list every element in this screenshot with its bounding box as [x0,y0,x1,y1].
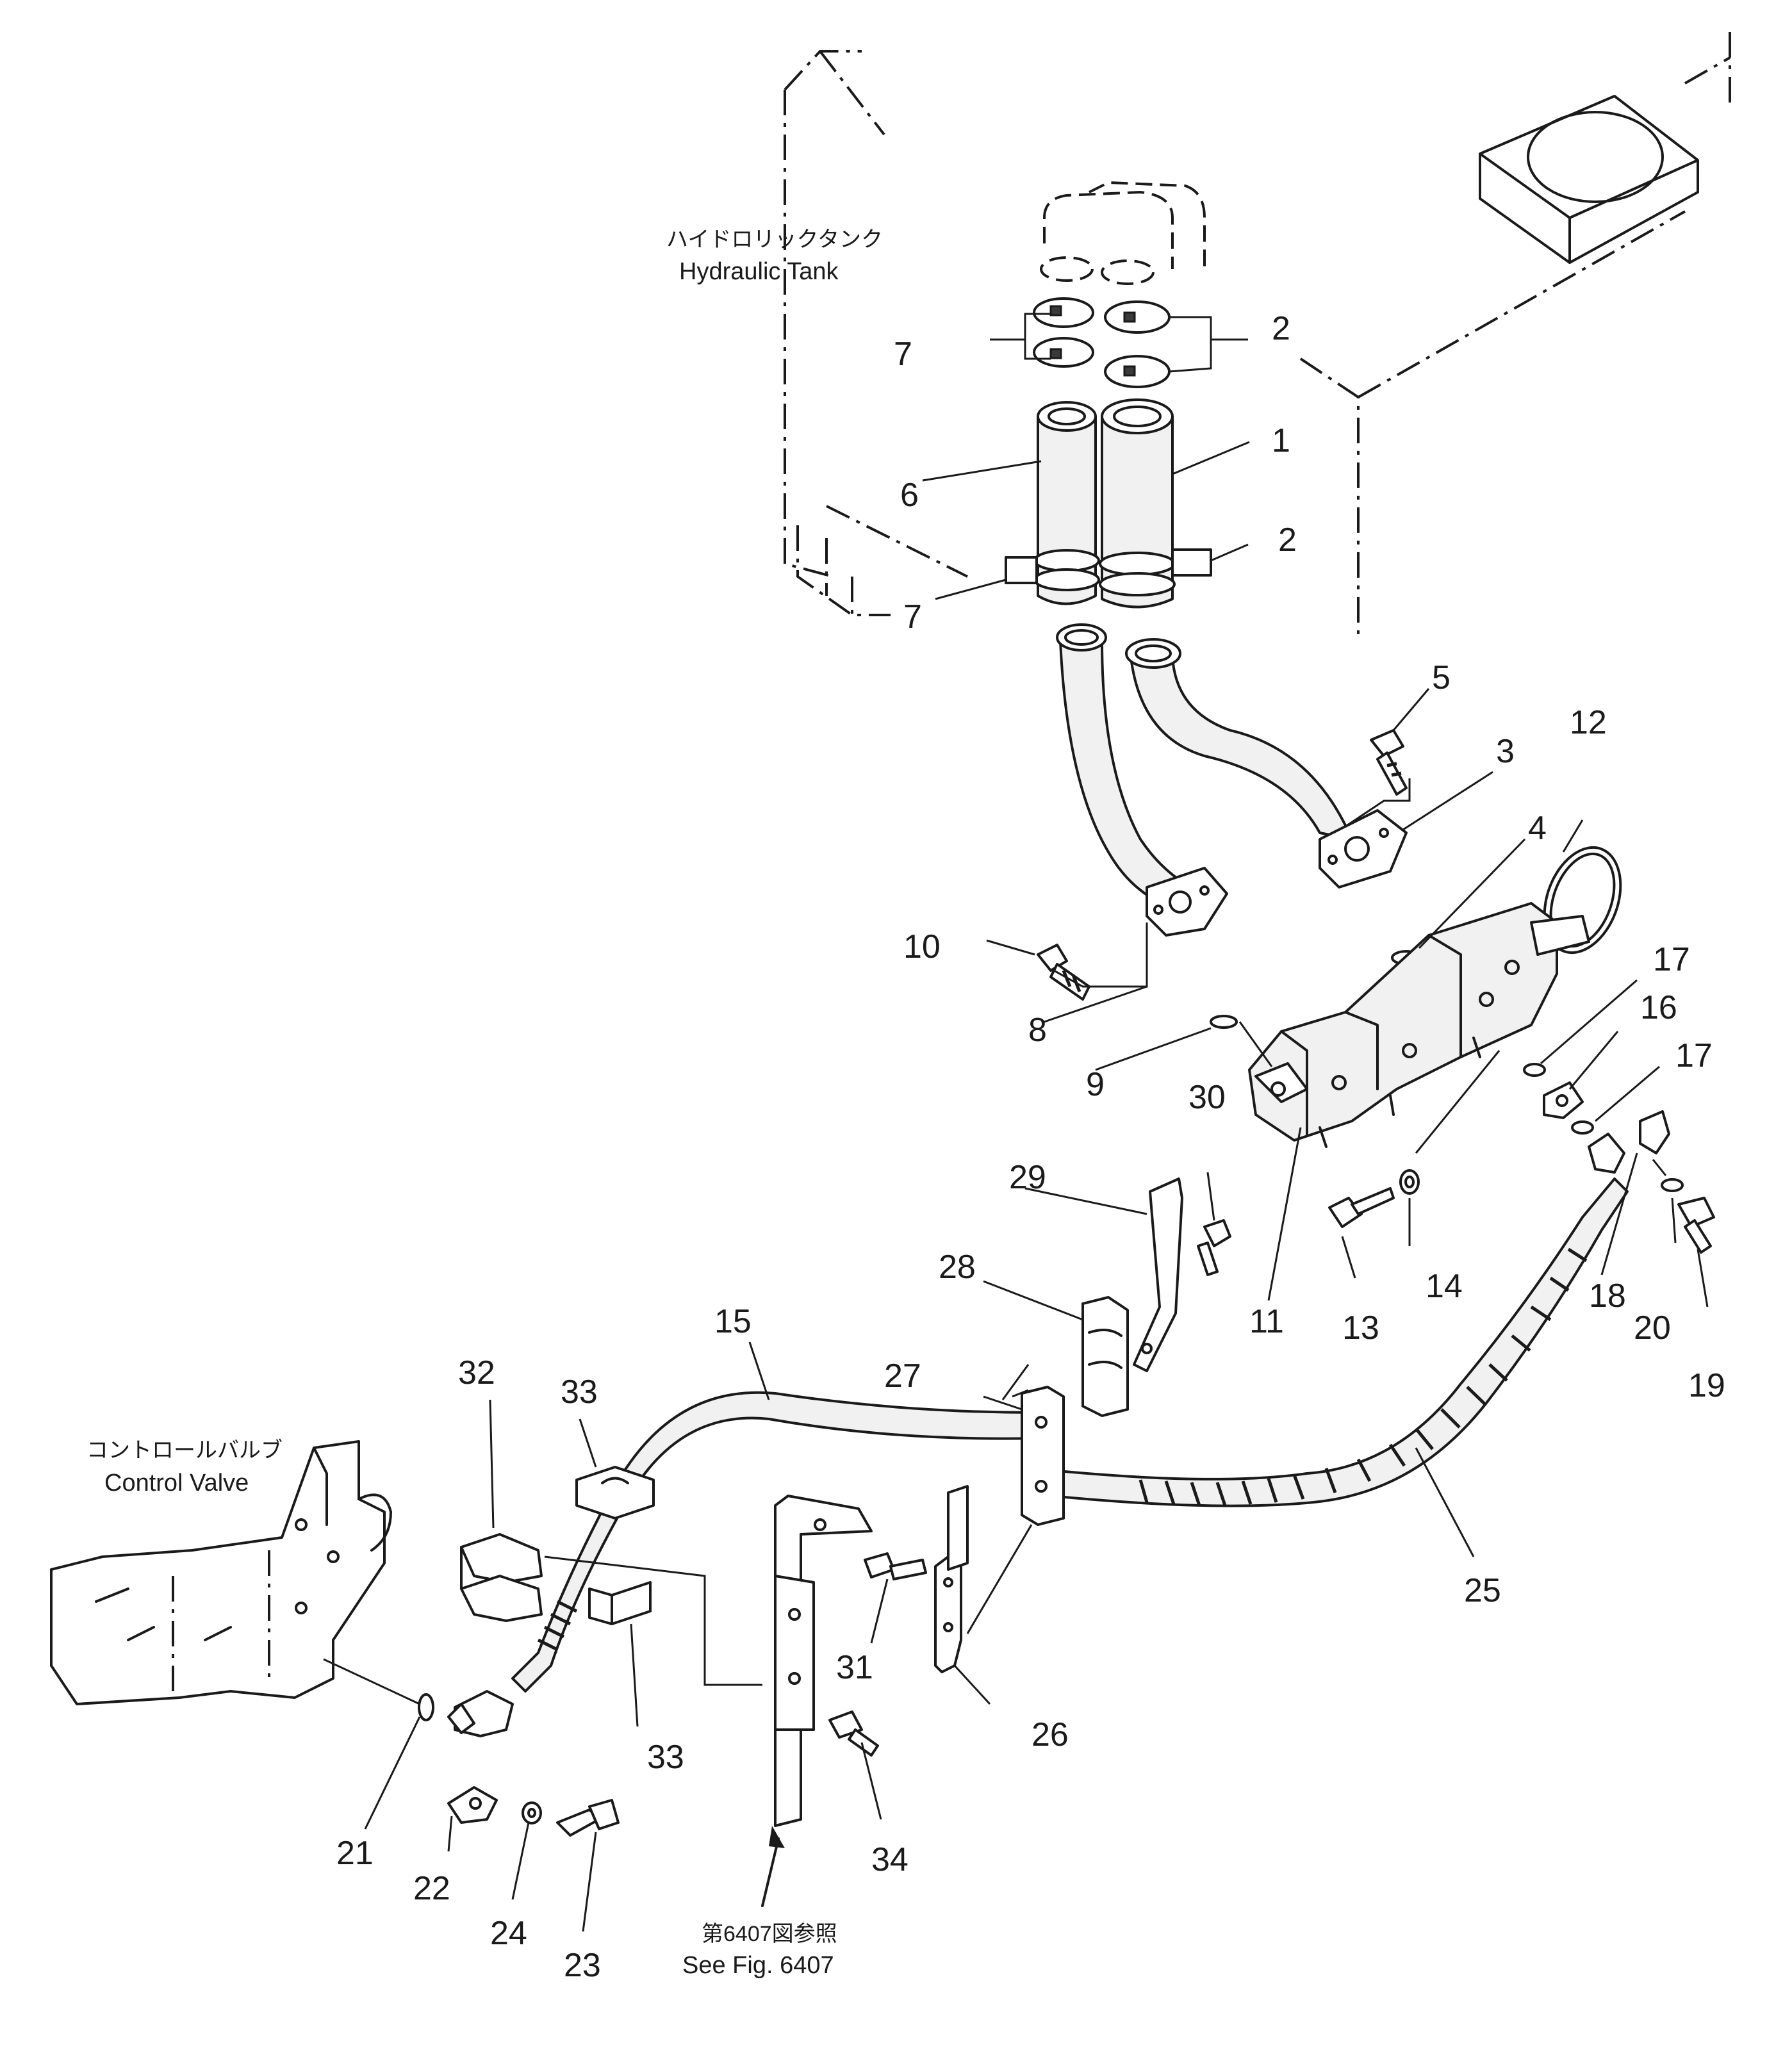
callout-8: 8 [1028,1012,1047,1049]
callout-7a: 7 [894,336,912,373]
callout-27: 27 [884,1357,921,1395]
callout-29: 29 [1009,1159,1046,1196]
valve-label-en: Control Valve [104,1470,249,1496]
callout-33b: 33 [647,1739,684,1776]
callout-12: 12 [1570,704,1607,741]
callout-2b: 2 [1278,521,1297,559]
callout-19: 19 [1688,1367,1725,1404]
callout-32: 32 [458,1354,495,1391]
callout-15: 15 [714,1303,752,1340]
callout-23: 23 [564,1947,601,1984]
callout-1: 1 [1272,422,1290,459]
callout-4: 4 [1528,810,1547,847]
clamps-32-33 [460,1466,655,1625]
valve-label-jp: コントロールバルブ [86,1438,283,1463]
valve-side-flange-parts [447,1786,620,1837]
callout-13: 13 [1342,1309,1379,1347]
callout-7b: 7 [903,598,922,636]
callout-17b: 17 [1675,1037,1713,1074]
leader-lines [323,313,1709,1932]
pump-outlet-parts [1328,1063,1594,1228]
pressure-hose-25 [1049,1110,1715,1507]
flange-bolts [1037,729,1408,1001]
o-ring-21 [418,1693,434,1721]
callout-9: 9 [1086,1066,1105,1103]
callout-31: 31 [836,1649,873,1686]
callout-28: 28 [939,1249,976,1286]
bracket-26 [934,1485,969,1673]
bracket-bolts [828,1552,927,1757]
callout-21: 21 [336,1835,374,1872]
callout-25: 25 [1464,1572,1501,1609]
callout-10: 10 [903,928,941,965]
callout-14: 14 [1426,1268,1463,1305]
callout-18: 18 [1589,1277,1626,1315]
upper-hose-clamps [1033,297,1171,388]
tank-label-jp: ハイドロリックタンク [666,227,883,252]
callout-22: 22 [413,1870,450,1907]
clamp-blocks-27-28 [1021,1177,1231,1526]
callout-2a: 2 [1272,310,1290,347]
callout-11: 11 [1249,1303,1284,1340]
callout-numbers: 1 2 2 3 4 5 6 7 7 8 9 10 11 12 13 14 15 … [336,310,1725,1984]
hydraulic-pump [1248,902,1590,1148]
callout-26: 26 [1032,1716,1069,1753]
suction-tubes [1056,623,1408,937]
callout-33a: 33 [561,1374,598,1411]
callout-24: 24 [490,1915,527,1952]
callout-30: 30 [1188,1079,1226,1116]
callout-20: 20 [1634,1309,1671,1347]
callout-6: 6 [900,477,919,514]
callout-34: 34 [871,1841,908,1878]
reference-note-en: See Fig. 6407 [682,1952,834,1979]
control-valve [50,1440,392,1705]
upper-hoses [1005,398,1212,609]
callout-5: 5 [1432,659,1451,696]
hydraulic-tank-outline [784,26,1731,634]
callout-16: 16 [1640,989,1677,1026]
tube-15 [447,1391,1039,1737]
bracket-fig-6407 [774,1495,873,1827]
callout-3: 3 [1496,733,1515,770]
callout-17a: 17 [1653,941,1690,978]
reference-note-jp: 第6407図参照 [702,1922,837,1946]
tank-label-en: Hydraulic Tank [679,258,839,285]
